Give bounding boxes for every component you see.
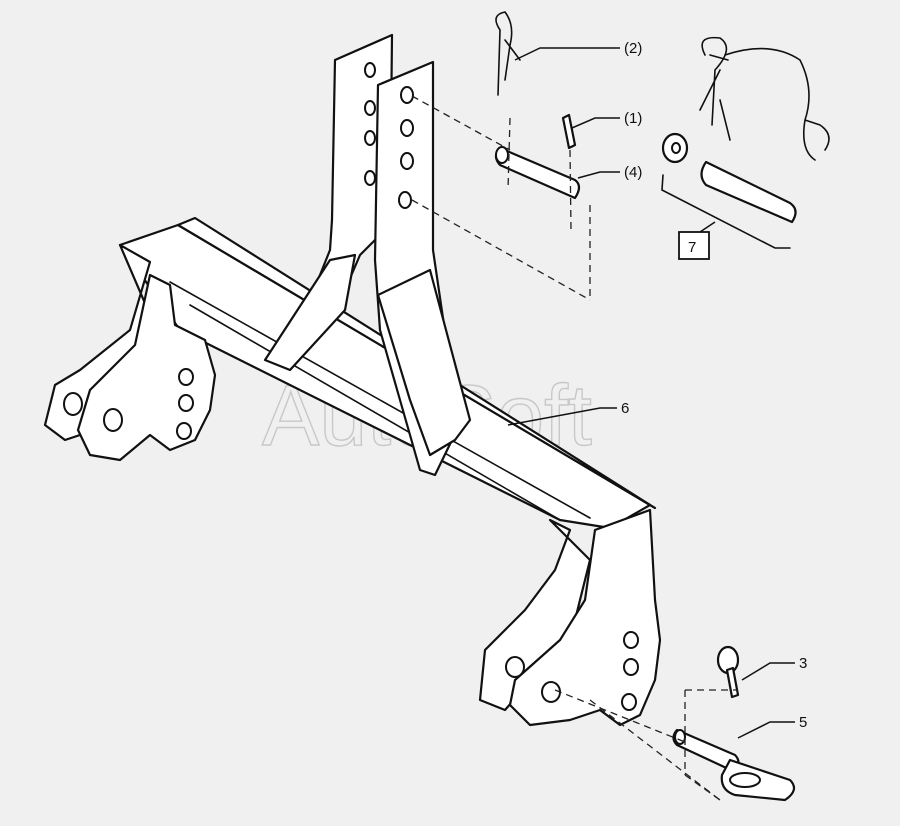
callout-4: (4) (624, 164, 642, 181)
pin-kit (661, 36, 830, 249)
right-hitch-bracket (478, 508, 662, 727)
callout-3: 3 (799, 655, 807, 672)
callout-1: (1) (624, 110, 642, 127)
top-link-pin (494, 11, 581, 200)
callout-7-box (678, 231, 710, 260)
callout-2: (2) (624, 40, 642, 57)
assembly-lines (411, 95, 738, 801)
left-hitch-bracket (43, 243, 217, 462)
lower-link-pin (672, 645, 796, 802)
top-mast (263, 33, 472, 477)
callout-5: 5 (799, 714, 807, 731)
leader-lines (507, 47, 795, 739)
callout-6: 6 (621, 400, 629, 417)
callout-7: 7 (688, 239, 696, 256)
